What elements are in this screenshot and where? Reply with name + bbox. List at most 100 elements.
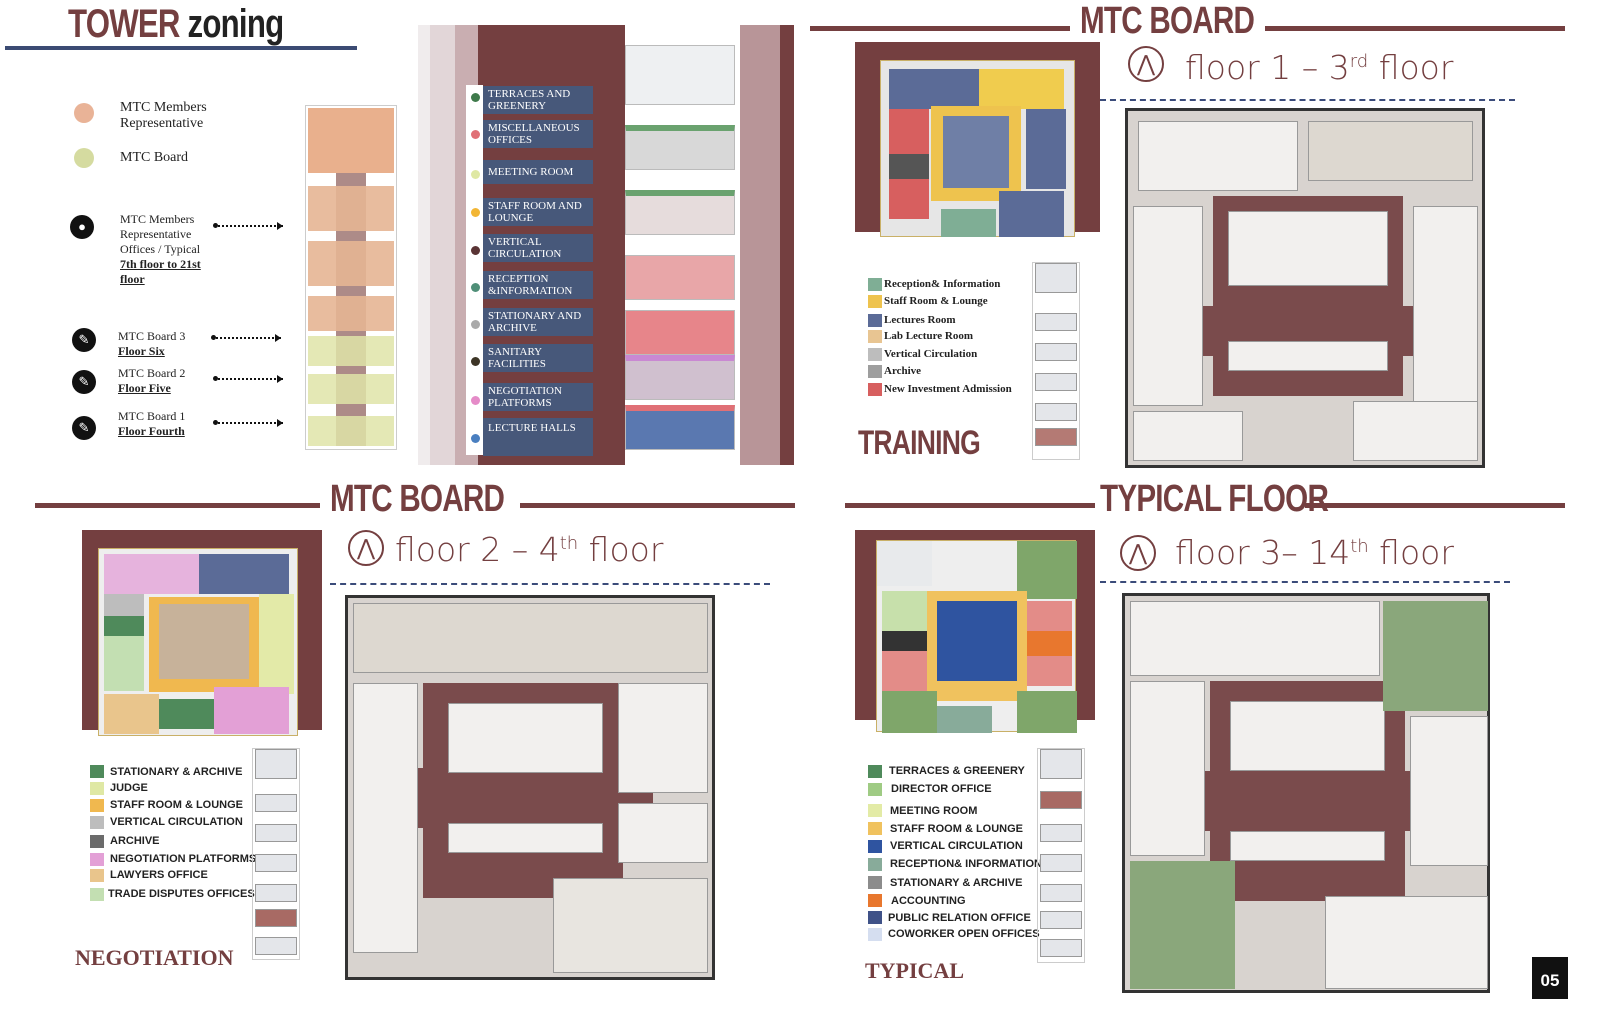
zone-dot (471, 434, 480, 443)
legend-swatch (868, 876, 882, 889)
legend-label: NEGOTIATION PLATFORMS (110, 853, 257, 865)
floor-link-floors: Floor Five (118, 381, 171, 395)
floor-range: floor 3– 14th floor (1175, 533, 1454, 572)
legend-label: MEETING ROOM (890, 805, 978, 817)
legend-swatch (90, 869, 104, 882)
legend-label: ACCOUNTING (891, 895, 966, 907)
notebook-icon: ✎ (72, 416, 96, 440)
legend-swatch (868, 365, 882, 378)
legend-label: DIRECTOR OFFICE (891, 783, 992, 795)
floor-range-suffix: floor (578, 530, 664, 569)
legend-swatch (868, 314, 882, 327)
legend-swatch (868, 383, 882, 396)
legend-label: TERRACES & GREENERY (889, 765, 1025, 777)
zone-dot (471, 246, 480, 255)
zone-dot (471, 170, 480, 179)
legend-label: TRADE DISPUTES OFFICES (108, 888, 255, 900)
legend-label: VERTICAL CIRCULATION (110, 816, 243, 828)
legend-label: LAWYERS OFFICE (110, 869, 208, 881)
legend-label: STATIONARY & ARCHIVE (110, 766, 243, 778)
key-plan (880, 60, 1075, 237)
dashed-rule (330, 583, 770, 585)
north-arrow-icon: ⋀ (348, 530, 384, 566)
floor-link-label: MTC Board 2 Floor Five (118, 366, 185, 396)
legend-label: Staff Room & Lounge (884, 295, 988, 307)
floor-range-text: floor 1 – 3 (1185, 48, 1350, 87)
band-strip (780, 25, 794, 465)
title-part-tower: TOWER (68, 2, 180, 46)
legend-label-members: MTC Members Representative (120, 100, 207, 131)
globe-icon: ● (70, 215, 94, 239)
zone-label: NEGOTIATION PLATFORMS (483, 383, 593, 411)
floor-link-text: MTC Board 3 (118, 329, 186, 343)
legend-swatch (868, 840, 882, 853)
legend-label: STAFF ROOM & LOUNGE (890, 823, 1024, 835)
legend-label: PUBLIC RELATION OFFICE (888, 912, 1031, 924)
floor-range-suffix: floor (1368, 48, 1454, 87)
zone-dot (471, 283, 480, 292)
notebook-icon: ✎ (72, 370, 96, 394)
legend-label: New Investment Admission (884, 383, 1012, 395)
zone-dot (471, 320, 480, 329)
legend-label: Vertical Circulation (884, 348, 978, 360)
floor-range-text: floor 2 – 4 (395, 530, 560, 569)
tower-mini (1032, 262, 1080, 460)
zone-label: VERTICAL CIRCULATION (483, 234, 593, 262)
legend-swatch (90, 816, 104, 829)
zone-label: SANITARY FACILITIES (483, 344, 593, 372)
dotted-arrow (213, 222, 283, 230)
floor-link-text: MTC Board 2 (118, 366, 186, 380)
section-rule (810, 26, 1070, 31)
floor-link-floors: 7th floor to 21st floor (120, 257, 201, 286)
zone-label: MEETING ROOM (483, 160, 593, 184)
terrace-garden (1130, 861, 1235, 989)
legend-swatch (868, 804, 882, 817)
zone-name: TYPICAL (865, 958, 965, 983)
floor-plan-negotiation (345, 595, 715, 980)
legend-swatch (868, 295, 882, 308)
section-rule (845, 503, 1095, 508)
legend-label: STAFF ROOM & LOUNGE (110, 799, 244, 811)
legend-swatch (868, 822, 882, 835)
zone-dot (471, 130, 480, 139)
floor-link-floors: Floor Fourth (118, 424, 185, 438)
floor-range: floor 1 – 3rd floor (1185, 48, 1453, 87)
section-rule (520, 503, 795, 508)
floor-link-text: MTC Board 1 (118, 409, 186, 423)
legend-swatch (868, 278, 882, 291)
floor-range-suffix: floor (1368, 533, 1454, 572)
title-part-zoning: zoning (187, 2, 285, 46)
floor-link-label: MTC Board 3 Floor Six (118, 329, 185, 359)
floor-link-label: MTC Members Representative Offices / Typ… (120, 212, 215, 287)
legend-swatch (868, 783, 882, 796)
legend-swatch (868, 928, 882, 941)
legend-swatch (90, 888, 104, 901)
floor-range: floor 2 – 4th floor (395, 530, 663, 569)
legend-label: Reception& Information (884, 278, 1001, 290)
section-rule (1305, 503, 1565, 508)
floor-range-sup: th (559, 533, 579, 554)
floor-link-label: MTC Board 1 Floor Fourth (118, 409, 185, 439)
band-strip (430, 25, 455, 465)
legend-label: COWORKER OPEN OFFICES (888, 928, 1040, 940)
legend-swatch (868, 911, 882, 924)
band-strip (740, 25, 780, 465)
key-plan (876, 540, 1077, 733)
section-title: TYPICAL FLOOR (1100, 478, 1329, 520)
legend-label: JUDGE (110, 782, 148, 794)
section-rule (1265, 26, 1565, 31)
legend-label: Lectures Room (884, 314, 956, 326)
zone-label: MISCELLANEOUS OFFICES (483, 120, 593, 148)
tower-mini (1037, 748, 1085, 963)
floor-link-floors: Floor Six (118, 344, 165, 358)
floor-link-text: MTC Members Representative Offices / Typ… (120, 212, 201, 256)
legend-swatch (868, 765, 882, 778)
zone-dot (471, 396, 480, 405)
floor-range-sup: rd (1349, 51, 1369, 72)
floor-range-text: floor 3– 14 (1175, 533, 1351, 572)
floor-plan-typical (1122, 593, 1490, 993)
section-title: MTC BOARD (1080, 0, 1255, 42)
legend-swatch (868, 348, 882, 361)
exploded-axonometric (625, 45, 735, 460)
title-underline (5, 46, 357, 50)
